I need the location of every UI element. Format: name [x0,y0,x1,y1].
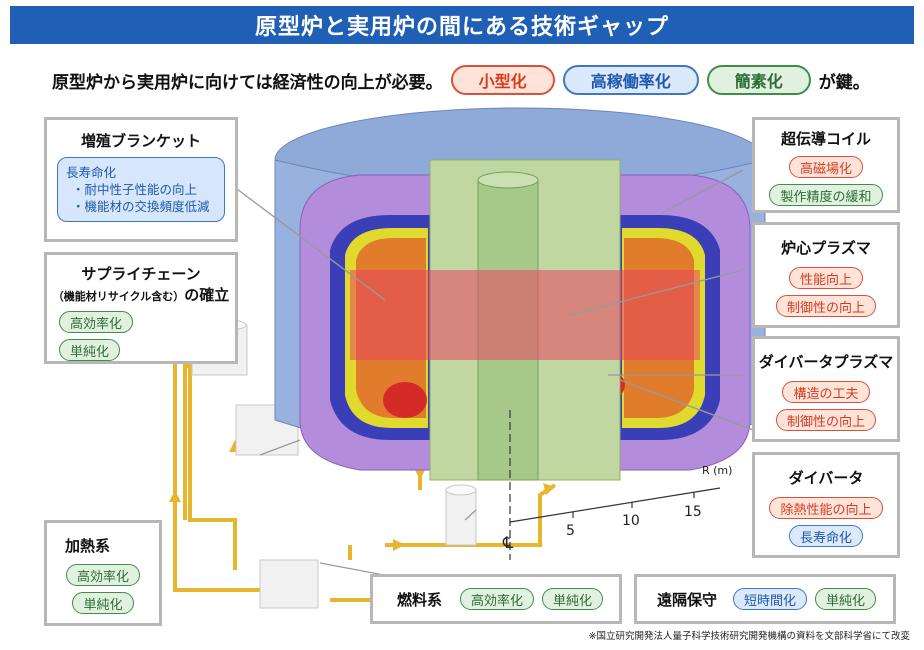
divertor-plasma-tag-control: 制御性の向上 [775,409,876,431]
fuel-title: 燃料系 [397,590,443,609]
lead-row: 原型炉から実用炉に向けては経済性の向上が必要。 小型化 高稼働率化 簡素化 が鍵… [52,64,870,96]
divertor-tag-lifetime: 長寿命化 [788,525,863,547]
blanket-note-line1: 長寿命化 [66,165,117,180]
scale-tick-15: 15 [684,504,702,520]
magnet-tag-highfield: 高磁場化 [788,156,863,178]
divertor-tag-heat-removal: 除熱性能の向上 [769,497,883,519]
heating-tags: 高効率化 単純化 [47,564,159,614]
blanket-note: 長寿命化 ・耐中性子性能の向上 ・機能材の交換頻度低減 [57,157,225,222]
heating-box: 加熱系 高効率化 単純化 [44,520,162,626]
fuel-tag-simplicity: 単純化 [542,588,604,610]
core-plasma-title: 炉心プラズマ [781,239,871,257]
remote-tag-shorter: 短時間化 [733,588,808,610]
radial-scale [509,410,721,560]
blanket-note-line2: ・耐中性子性能の向上 [72,182,198,197]
core-plasma-box: 炉心プラズマ 性能向上 制御性の向上 [752,222,900,328]
lead-text: 原型炉から実用炉に向けては経済性の向上が必要。 [52,72,443,93]
magnet-box: 超伝導コイル 高磁場化 製作精度の緩和 [752,117,900,213]
centerline-symbol: ℄ [502,533,514,552]
divertor-plasma-box: ダイバータプラズマ 構造の工夫 制御性の向上 [752,336,900,442]
divertor-box: ダイバータ 除熱性能の向上 長寿命化 [752,452,900,558]
supply-tags: 高効率化 単純化 [59,311,235,361]
blanket-title: 増殖ブランケット [80,132,201,150]
supply-title-line2: （機能材リサイクル含む）の確立 [47,284,235,305]
heating-tag-simplicity: 単純化 [72,592,134,614]
divertor-title: ダイバータ [788,469,864,487]
supply-title-tail: の確立 [184,286,230,304]
supply-tag-simplicity: 単純化 [59,339,121,361]
remote-maintenance-box: 遠隔保守 短時間化 単純化 [634,574,896,624]
divertor-plasma-title: ダイバータプラズマ [758,353,894,371]
key-tag-simplification: 簡素化 [706,65,811,95]
scale-tick-5: 5 [566,523,575,539]
magnet-title: 超伝導コイル [780,130,871,148]
supply-chain-box: サプライチェーン （機能材リサイクル含む）の確立 高効率化 単純化 [44,252,238,364]
leader-lines [224,169,781,579]
scale-tick-10: 10 [622,513,640,529]
divertor-plasma-tag-structure: 構造の工夫 [782,381,870,403]
magnet-tags: 高磁場化 製作精度の緩和 [755,156,897,206]
fuel-tag-efficiency: 高効率化 [460,588,535,610]
core-plasma-tags: 性能向上 制御性の向上 [755,267,897,317]
remote-title: 遠隔保守 [657,590,718,609]
divertor-tags: 除熱性能の向上 長寿命化 [755,497,897,547]
key-tag-downsizing: 小型化 [450,65,555,95]
divertor-plasma-tags: 構造の工夫 制御性の向上 [755,381,897,431]
blanket-note-line3: ・機能材の交換頻度低減 [72,199,210,214]
supply-tag-efficiency: 高効率化 [59,311,134,333]
core-plasma-tag-control: 制御性の向上 [775,295,876,317]
lead-suffix: が鍵。 [818,72,870,93]
magnet-tag-tolerance: 製作精度の緩和 [769,184,883,206]
core-plasma-tag-performance: 性能向上 [788,267,863,289]
key-tag-availability: 高稼働率化 [562,65,699,95]
blanket-box: 増殖ブランケット 長寿命化 ・耐中性子性能の向上 ・機能材の交換頻度低減 [44,117,238,242]
remote-tag-simplicity: 単純化 [815,588,877,610]
supply-title-note: （機能材リサイクル含む） [52,290,185,303]
scale-label: R (m) [702,464,732,477]
fuel-box: 燃料系 高効率化 単純化 [370,574,622,624]
heating-tag-efficiency: 高効率化 [65,564,140,586]
supply-title-line1: サプライチェーン [81,265,201,283]
heating-title: 加熱系 [65,537,111,555]
source-note: ※国立研究開発法人量子科学技術研究開発機構の資料を文部科学省にて改変 [588,631,910,642]
page-title: 原型炉と実用炉の間にある技術ギャップ [10,6,914,44]
